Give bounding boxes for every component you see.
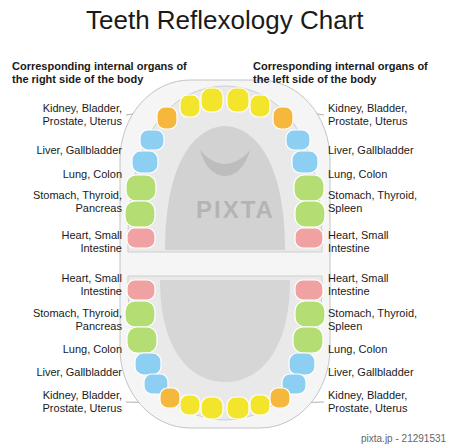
tooth (125, 201, 155, 227)
tooth (250, 95, 270, 117)
tooth (293, 327, 323, 353)
tooth (227, 88, 249, 112)
tooth (180, 395, 200, 415)
tooth (125, 301, 155, 327)
tooth (270, 388, 290, 408)
tooth (160, 388, 180, 408)
tooth (295, 301, 325, 327)
tooth (127, 280, 155, 300)
column-heading: Corresponding internal organs of the lef… (253, 60, 438, 86)
organ-label: Lung, Colon (22, 168, 122, 181)
tooth (292, 151, 318, 173)
tooth (295, 280, 323, 300)
upper-gum (128, 86, 322, 252)
tooth (180, 95, 200, 117)
tooth (126, 175, 156, 201)
tooth (157, 107, 177, 129)
tooth (140, 130, 164, 150)
organ-label: Lung, Colon (22, 343, 122, 356)
tooth (294, 175, 324, 201)
lips-outline (120, 80, 330, 428)
organ-label: Liver, Gallbladder (328, 144, 428, 157)
tooth (135, 353, 161, 375)
organ-label: Stomach, Thyroid, Spleen (328, 189, 428, 215)
watermark: PIXTA (196, 196, 275, 224)
palate (165, 126, 285, 250)
tooth (227, 397, 249, 419)
organ-label: Liver, Gallbladder (22, 144, 122, 157)
tooth (201, 88, 223, 112)
tooth (273, 107, 293, 129)
organ-label: Lung, Colon (328, 343, 428, 356)
organ-label: Kidney, Bladder, Prostate, Uterus (22, 102, 122, 128)
organ-label: Stomach, Thyroid, Pancreas (22, 307, 122, 333)
watermark-footer: pixta.jp - 21291531 (361, 433, 446, 445)
tooth (250, 395, 270, 415)
tooth (201, 397, 223, 419)
organ-label: Kidney, Bladder, Prostate, Uterus (328, 102, 428, 128)
organ-label: Kidney, Bladder, Prostate, Uterus (328, 389, 428, 415)
teeth (125, 88, 325, 419)
organ-label: Heart, Small Intestine (22, 272, 122, 298)
chart-title: Teeth Reflexology Chart (86, 5, 363, 35)
tooth (286, 130, 310, 150)
lower-gum (128, 276, 322, 420)
tooth (295, 228, 323, 248)
organ-label: Lung, Colon (328, 168, 428, 181)
tongue (160, 280, 290, 382)
organ-label: Heart, Small Intestine (22, 229, 122, 255)
organ-label: Stomach, Thyroid, Pancreas (22, 189, 122, 215)
organ-label: Liver, Gallbladder (328, 366, 428, 379)
tooth (127, 327, 157, 353)
uvula-arch (200, 150, 250, 176)
tooth (132, 151, 158, 173)
tooth (295, 201, 325, 227)
organ-label: Heart, Small Intestine (328, 229, 428, 255)
tooth (127, 228, 155, 248)
organ-label: Heart, Small Intestine (328, 272, 428, 298)
column-heading: Corresponding internal organs of the rig… (12, 60, 197, 86)
tooth (289, 353, 315, 375)
organ-label: Liver, Gallbladder (22, 366, 122, 379)
organ-label: Stomach, Thyroid, Spleen (328, 307, 428, 333)
organ-label: Kidney, Bladder, Prostate, Uterus (22, 389, 122, 415)
